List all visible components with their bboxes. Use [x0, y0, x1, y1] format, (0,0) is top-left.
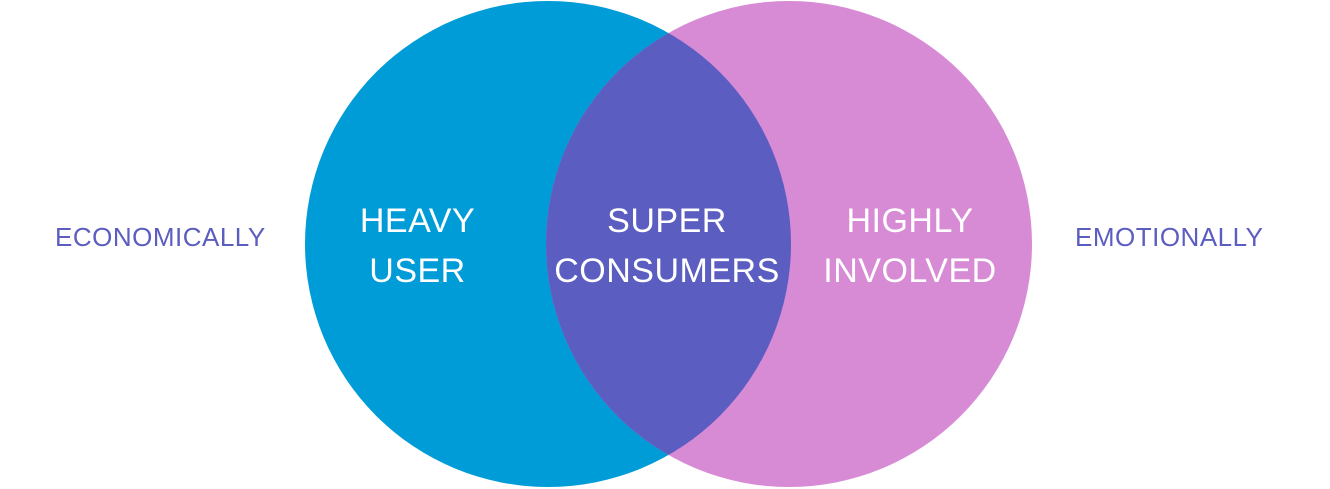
emotionally-label: EMOTIONALLY — [1075, 222, 1264, 252]
super-consumers-line-1: SUPER — [607, 202, 727, 240]
heavy-user-line-2: USER — [369, 252, 466, 290]
super-consumers-line-2: CONSUMERS — [554, 252, 780, 290]
economically-label: ECONOMICALLY — [55, 222, 266, 252]
highly-involved-line-2: INVOLVED — [823, 252, 997, 290]
highly-involved-label: HIGHLY INVOLVED — [800, 196, 1020, 296]
heavy-user-label: HEAVY USER — [315, 196, 520, 296]
super-consumers-overlap — [546, 1, 791, 487]
super-consumers-label: SUPER CONSUMERS — [548, 196, 786, 296]
highly-involved-line-1: HIGHLY — [846, 202, 974, 240]
heavy-user-line-1: HEAVY — [359, 202, 476, 240]
